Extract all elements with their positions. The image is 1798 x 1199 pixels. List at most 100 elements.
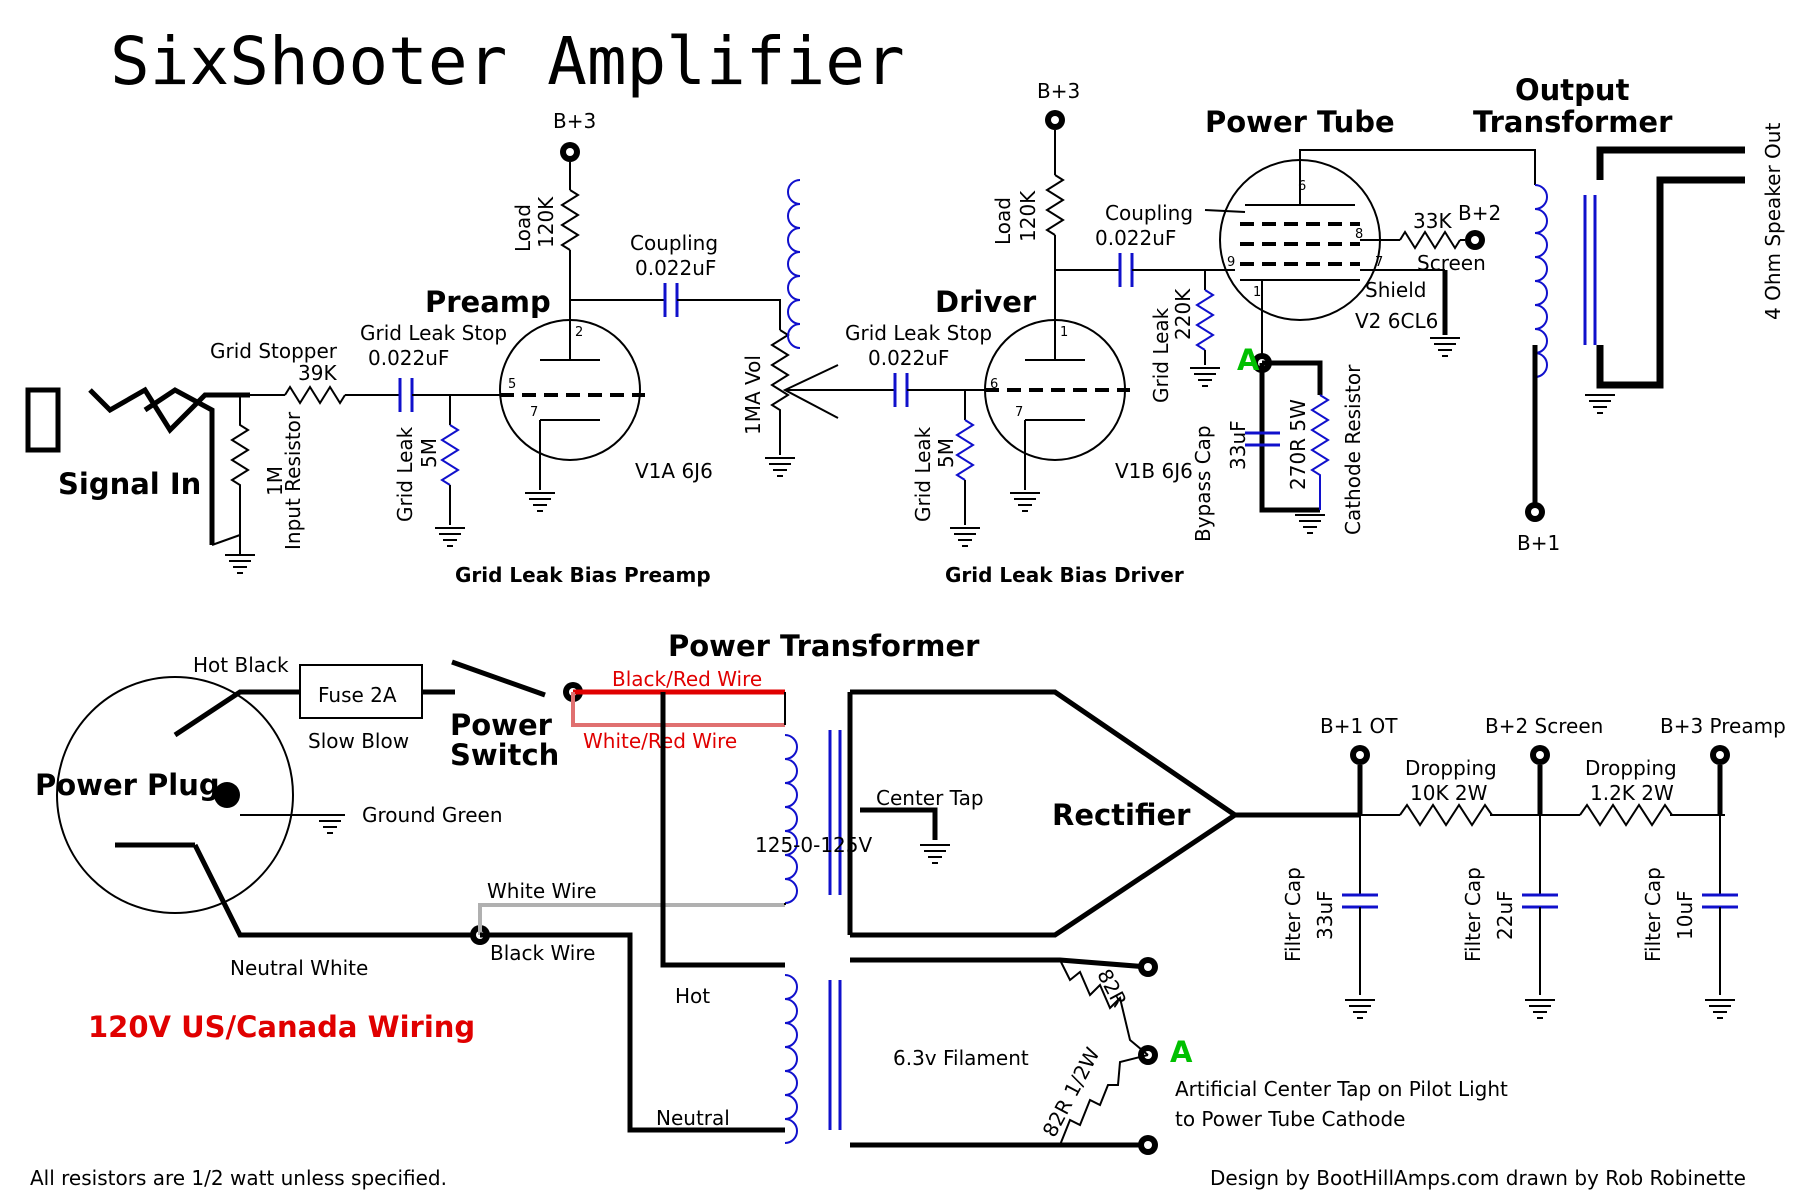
secondary-voltage-label: 125-0-125V [755,833,873,857]
slow-blow-label: Slow Blow [308,729,409,753]
filament-resistor-2-value: 82R 1/2W [1038,1043,1105,1141]
ground-icon [314,814,346,834]
load-1-label: Load [511,204,535,252]
bypass-cap-label: Bypass Cap [1191,425,1215,542]
power-switch[interactable] [451,659,546,698]
coupling-2-value: 0.022uF [1095,226,1176,250]
speaker-out-label: 4 Ohm Speaker Out [1761,123,1785,320]
filter-cap-2-value: 22uF [1493,890,1517,940]
b3-preamp-terminal-icon [1710,745,1730,765]
input-jack [25,386,250,545]
b1-ot-terminal-icon [1350,745,1370,765]
dropping-2-value: 1.2K 2W [1590,781,1674,805]
dropping-1-label: Dropping [1405,756,1497,780]
pin-label: 6 [1298,179,1306,194]
driver-tube [984,270,1130,490]
hot-black-label: Hot Black [193,653,289,677]
power-transformer-label: Power Transformer [668,629,980,663]
center-tap-label: Center Tap [876,786,984,810]
page-title: SixShooter Amplifier [110,23,905,100]
wiring-note: 120V US/Canada Wiring [88,1010,475,1044]
ground-icon [224,554,256,574]
tube-1-label: V1A 6J6 [635,459,713,483]
coupling-2-label: Coupling [1105,201,1193,225]
load-2-value: 120K [1016,190,1040,242]
pin-label: 7 [1015,405,1023,420]
grid-leak-3-label: Grid Leak [1149,307,1173,403]
filter-cap-1-label: Filter Cap [1281,867,1305,962]
input-resistor-value: 1M [263,466,287,496]
b1-terminal-icon [1525,502,1545,522]
grid-stopper-label: Grid Stopper [210,339,338,363]
pilot-note-2: to Power Tube Cathode [1175,1107,1405,1131]
pin-label: 1 [1253,285,1261,300]
load-1-value: 120K [534,196,558,248]
filament-terminal-icon [1138,1135,1158,1155]
grid-leak-3-value: 220K [1171,288,1195,340]
grid-stopper-value: 39K [298,361,337,385]
fuse-label: Fuse 2A [318,683,397,707]
grid-leak-1-value: 5M [417,438,441,468]
grid-leak-2-value: 5M [934,438,958,468]
power-tube-label: Power Tube [1205,105,1395,139]
filament-label: 6.3v Filament [893,1046,1029,1070]
white-red-wire-label: White/Red Wire [583,729,737,753]
neutral-white-label: Neutral White [230,956,368,980]
grid-leak-2-label: Grid Leak [911,426,935,522]
shield-label: Shield [1365,278,1426,302]
power-switch-label-2: Switch [450,738,559,772]
resistor-note: All resistors are 1/2 watt unless specif… [30,1166,447,1190]
preamp-tube [499,300,645,490]
screen-resistor-value: 33K [1413,209,1452,233]
b3-driver-top-label: B+3 [1037,79,1080,103]
filter-cap-1-value: 33uF [1313,890,1337,940]
pin-label: 7 [1375,255,1383,270]
bypass-cap-value: 33uF [1226,420,1250,470]
pin-label: 9 [1227,255,1235,270]
b2-screen-label: B+2 Screen [1485,714,1603,738]
filter-cap-3-label: Filter Cap [1641,867,1665,962]
pin-label: 6 [990,377,998,392]
output-transformer-label-1: Output [1515,73,1630,107]
cathode-resistor-value: 270R 5W [1286,399,1310,490]
white-wire-label: White Wire [487,879,597,903]
point-a2-label: A [1170,1035,1193,1069]
black-red-wire-label: Black/Red Wire [612,667,762,691]
power-plug-label: Power Plug [35,768,220,802]
pin-label: 8 [1355,227,1363,242]
rectifier-label: Rectifier [1052,798,1191,832]
pin-label: 1 [1060,325,1068,340]
tube-2-label: V1B 6J6 [1115,459,1193,483]
hot-label: Hot [675,984,710,1008]
grid-leak-stop-1-label: Grid Leak Stop [360,321,507,345]
dropping-1-value: 10K 2W [1410,781,1488,805]
b1-ot-label: B+1 OT [1320,714,1398,738]
input-resistor-label: Input Resistor [281,411,305,550]
tube-3-label: V2 6CL6 [1355,309,1438,333]
pin-label: 2 [575,325,583,340]
credit: Design by BootHillAmps.com drawn by Rob … [1210,1166,1746,1190]
b3-terminal-icon [560,142,580,162]
b3-preamp-label: B+3 Preamp [1660,714,1786,738]
ground-green-label: Ground Green [362,803,503,827]
b2-label: B+2 [1458,201,1501,225]
output-transformer-label-2: Transformer [1473,105,1673,139]
grid-leak-bias-driver-label: Grid Leak Bias Driver [945,563,1184,587]
power-plug [56,676,300,914]
pin-label: 7 [530,405,538,420]
pin-label: 5 [508,377,516,392]
power-switch-label-1: Power [450,708,553,742]
grid-leak-1-label: Grid Leak [393,426,417,522]
point-a-label: A [1237,343,1260,377]
volume-pot-label: 1MA Vol [741,355,765,435]
b1-label: B+1 [1517,531,1560,555]
coupling-1-value: 0.022uF [635,256,716,280]
screen-label: Screen [1417,251,1486,275]
grid-leak-stop-2-value: 0.022uF [868,346,949,370]
coupling-1-label: Coupling [630,231,718,255]
grid-leak-stop-1-value: 0.022uF [368,346,449,370]
driver-label: Driver [935,285,1037,319]
b3-terminal-icon [1045,110,1065,130]
b2-screen-terminal-icon [1530,745,1550,765]
